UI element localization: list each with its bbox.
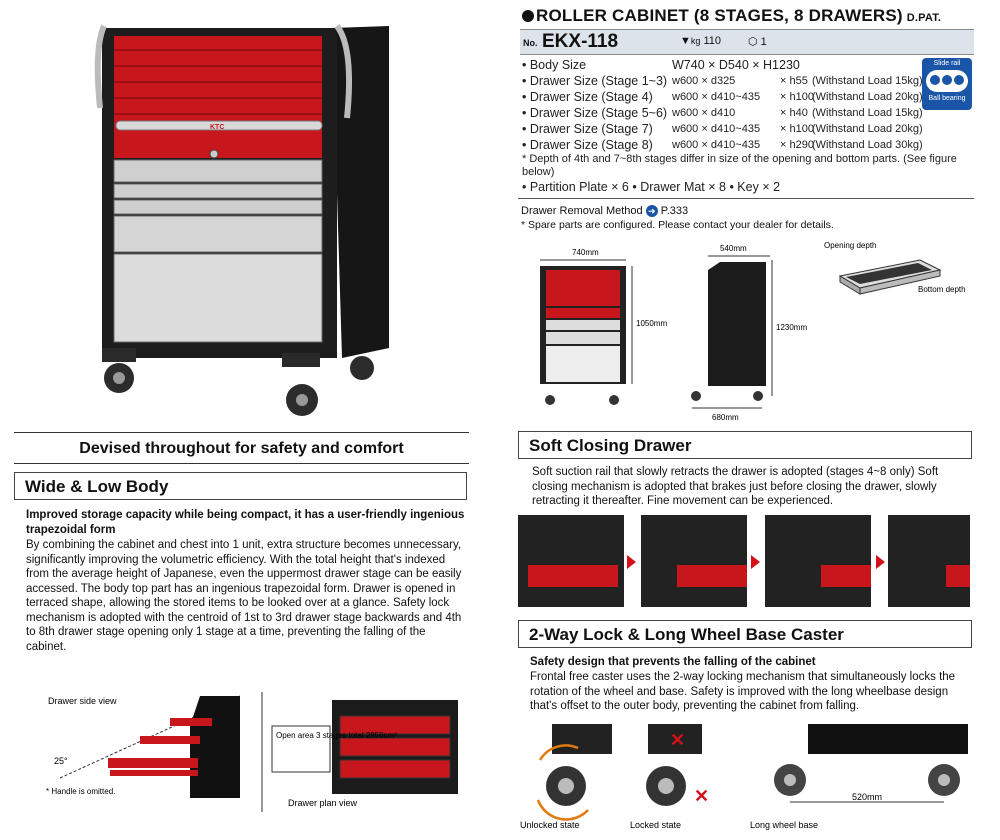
no-rotate-x-icon: ✕	[670, 730, 685, 750]
dimension-drawings: 740mm 1050mm 540mm 1230mm 680mm Opening …	[540, 241, 966, 422]
caster-diagrams: Unlocked state ✕ ✕ Locked state 520mm Lo…	[520, 724, 968, 830]
open-area-label: Open area 3 stages total 2850cm²	[276, 731, 397, 740]
weight-icon: ▼	[680, 35, 691, 47]
box-icon: ⬡	[748, 36, 758, 48]
wheelbase-label: 520mm	[852, 792, 882, 802]
model-number: EKX-118	[542, 31, 619, 52]
spec-row: • Drawer Size (Stage 7)w600 × d410~435× …	[522, 122, 923, 136]
drawer-diagrams: Drawer side view 25° * Handle is omitted…	[46, 692, 458, 812]
side-depth-label: 540mm	[720, 244, 747, 253]
soft-close-photo-4	[888, 515, 970, 607]
front-width-label: 740mm	[572, 248, 599, 257]
product-title: ROLLER CABINET (8 STAGES, 8 DRAWERS)D.PA…	[522, 6, 941, 26]
lock-lead: Safety design that prevents the falling …	[530, 656, 816, 668]
side-height-label: 1230mm	[776, 323, 807, 332]
section-title-lock: 2-Way Lock & Long Wheel Base Caster	[518, 620, 972, 648]
spec-row: • Drawer Size (Stage 5~6)w600 × d410× h4…	[522, 106, 923, 120]
no-label: No.	[523, 38, 538, 48]
angle-label: 25°	[54, 756, 68, 766]
lock-body: Frontal free caster uses the 2-way locki…	[530, 671, 956, 712]
brand-logo: KTC	[210, 124, 224, 131]
section-title-soft-closing: Soft Closing Drawer	[518, 431, 972, 459]
wheelbase-caption: Long wheel base	[750, 820, 818, 830]
design-patent-label: D.PAT.	[906, 12, 942, 24]
model-band: No. EKX-118 ▼kg 110 ⬡ 1	[520, 29, 974, 55]
spec-row: • Drawer Size (Stage 8)w600 × d410~435× …	[522, 138, 923, 152]
weight: ▼kg 110	[680, 35, 722, 47]
soft-close-photo-3	[765, 515, 871, 607]
divider	[518, 198, 974, 199]
bottom-depth-label: Bottom depth	[918, 285, 966, 294]
handle-note: * Handle is omitted.	[46, 787, 115, 796]
divider	[14, 463, 469, 464]
spec-row: • Drawer Size (Stage 4)w600 × d410~435× …	[522, 90, 923, 104]
section-title: Wide & Low Body	[14, 472, 467, 500]
soft-closing-body: Soft suction rail that slowly retracts t…	[532, 466, 939, 507]
section-body: By combining the cabinet and chest into …	[26, 539, 462, 653]
side-base-label: 680mm	[712, 413, 739, 422]
soft-close-photo-1	[518, 515, 624, 607]
removal-link[interactable]: Drawer Removal Method ➜ P.333	[521, 205, 689, 217]
unlocked-caption: Unlocked state	[520, 820, 580, 830]
spec-row: • Drawer Size (Stage 1~3)w600 × d325× h5…	[522, 74, 923, 88]
bullet-icon	[522, 10, 534, 22]
opening-depth-label: Opening depth	[824, 241, 877, 250]
spec-note: * Depth of 4th and 7~8th stages differ i…	[522, 153, 957, 178]
arrow-right-icon	[876, 555, 885, 569]
spare-note: * Spare parts are configured. Please con…	[521, 219, 834, 231]
side-view-label: Drawer side view	[48, 696, 117, 706]
ball-bearing-icon	[926, 70, 968, 92]
soft-close-photo-2	[641, 515, 747, 607]
tagline: Devised throughout for safety and comfor…	[79, 440, 404, 457]
slide-rail-badge: Slide rail Ball bearing	[922, 58, 972, 110]
arrow-circle-icon: ➜	[645, 205, 658, 217]
front-height-label: 1050mm	[636, 319, 667, 328]
no-rotate-x-icon: ✕	[694, 786, 709, 806]
product-photo: KTC	[94, 24, 389, 416]
arrow-right-icon	[627, 555, 636, 569]
plan-view-label: Drawer plan view	[288, 798, 358, 808]
locked-caption: Locked state	[630, 820, 681, 830]
quantity: ⬡ 1	[748, 36, 767, 48]
section-lead: Improved storage capacity while being co…	[26, 509, 465, 536]
accessories: • Partition Plate × 6 • Drawer Mat × 8 •…	[522, 180, 781, 194]
divider	[14, 432, 469, 433]
arrow-right-icon	[751, 555, 760, 569]
